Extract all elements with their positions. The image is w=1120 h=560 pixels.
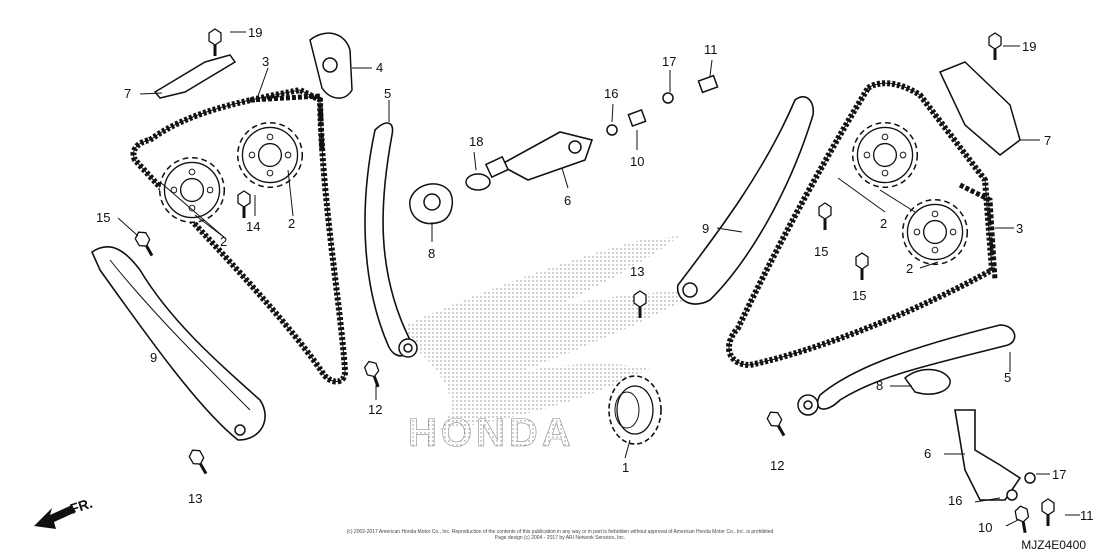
callout-labels: 19 7 3 4 5 2 14 2 15 2 9 13 18 8 6 16 10… (96, 25, 1094, 535)
callout-19-right: 19 (1022, 39, 1036, 54)
left-cam-chain-assembly (90, 32, 719, 445)
cam-chain-guide-right (816, 324, 1016, 410)
direction-label: FR. (68, 495, 94, 517)
copyright-notice: (c) 2002-2017 American Honda Motor Co., … (300, 529, 820, 541)
bolt-10 (627, 109, 647, 127)
callout-8-right: 8 (876, 378, 883, 393)
tensioner-lifter-right (954, 409, 1022, 501)
callout-2-right-a: 2 (880, 216, 887, 231)
callout-17-right: 17 (1052, 467, 1066, 482)
callout-5-right: 5 (1004, 370, 1011, 385)
callout-2-left-b: 2 (288, 216, 295, 231)
callout-2-right-b: 2 (906, 261, 913, 276)
callout-16-right: 16 (948, 493, 962, 508)
callout-7-right: 7 (1044, 133, 1051, 148)
tensioner-arm-right (676, 96, 815, 305)
callout-19-left: 19 (248, 25, 262, 40)
leader-lines (117, 31, 1080, 527)
gasket-right (903, 368, 951, 395)
o-ring (465, 173, 491, 191)
callout-14: 14 (246, 219, 260, 234)
upper-guide-left (153, 54, 237, 99)
callout-8-left: 8 (428, 246, 435, 261)
callout-13-left: 13 (188, 491, 202, 506)
callout-11-right: 11 (1080, 508, 1094, 523)
callout-10-left: 10 (630, 154, 644, 169)
gasket (409, 183, 453, 225)
callout-5-left: 5 (384, 86, 391, 101)
callout-1: 1 (622, 460, 629, 475)
callout-2-left-a: 2 (220, 234, 227, 249)
tensioner-arm-left (90, 246, 266, 441)
callout-13-mid: 13 (630, 264, 644, 279)
callout-6-left: 6 (564, 193, 571, 208)
callout-6-right: 6 (924, 446, 931, 461)
washer-16-right (1006, 489, 1018, 501)
right-cam-chain-assembly (676, 61, 1036, 501)
arrow-icon (34, 505, 76, 529)
callout-4: 4 (376, 60, 383, 75)
callout-17-left: 17 (662, 54, 676, 69)
callout-10-right: 10 (978, 520, 992, 535)
callout-15-left: 15 (96, 210, 110, 225)
callout-16-left: 16 (604, 86, 618, 101)
copyright-line-2: Page design (c) 2004 - 2017 by ARI Netwo… (494, 535, 626, 541)
honda-wing-watermark: HONDA (395, 236, 700, 455)
callout-7-left: 7 (124, 86, 131, 101)
front-direction-arrow: FR. (34, 495, 94, 529)
crank-sprocket (608, 375, 662, 445)
callout-15-right-a: 15 (814, 244, 828, 259)
callout-11-left: 11 (704, 42, 718, 57)
washer-17-right (1024, 472, 1036, 484)
copyright-line-1: (c) 2002-2017 American Honda Motor Co., … (346, 529, 774, 535)
diagram-code: MJZ4E0400 (1021, 538, 1086, 552)
callout-12-right: 12 (770, 458, 784, 473)
cam-chain-guide (364, 122, 411, 357)
callout-12-left: 12 (368, 402, 382, 417)
honda-wordmark: HONDA (408, 411, 575, 455)
callout-3-right: 3 (1016, 221, 1023, 236)
callout-3-left: 3 (262, 54, 269, 69)
callout-15-right-b: 15 (852, 288, 866, 303)
tensioner-lifter (498, 131, 594, 181)
callout-9-left: 9 (150, 350, 157, 365)
callout-18: 18 (469, 134, 483, 149)
callout-9-right: 9 (702, 221, 709, 236)
washer-17 (662, 92, 674, 104)
bolt-11 (697, 74, 719, 94)
washer-16 (606, 124, 618, 136)
